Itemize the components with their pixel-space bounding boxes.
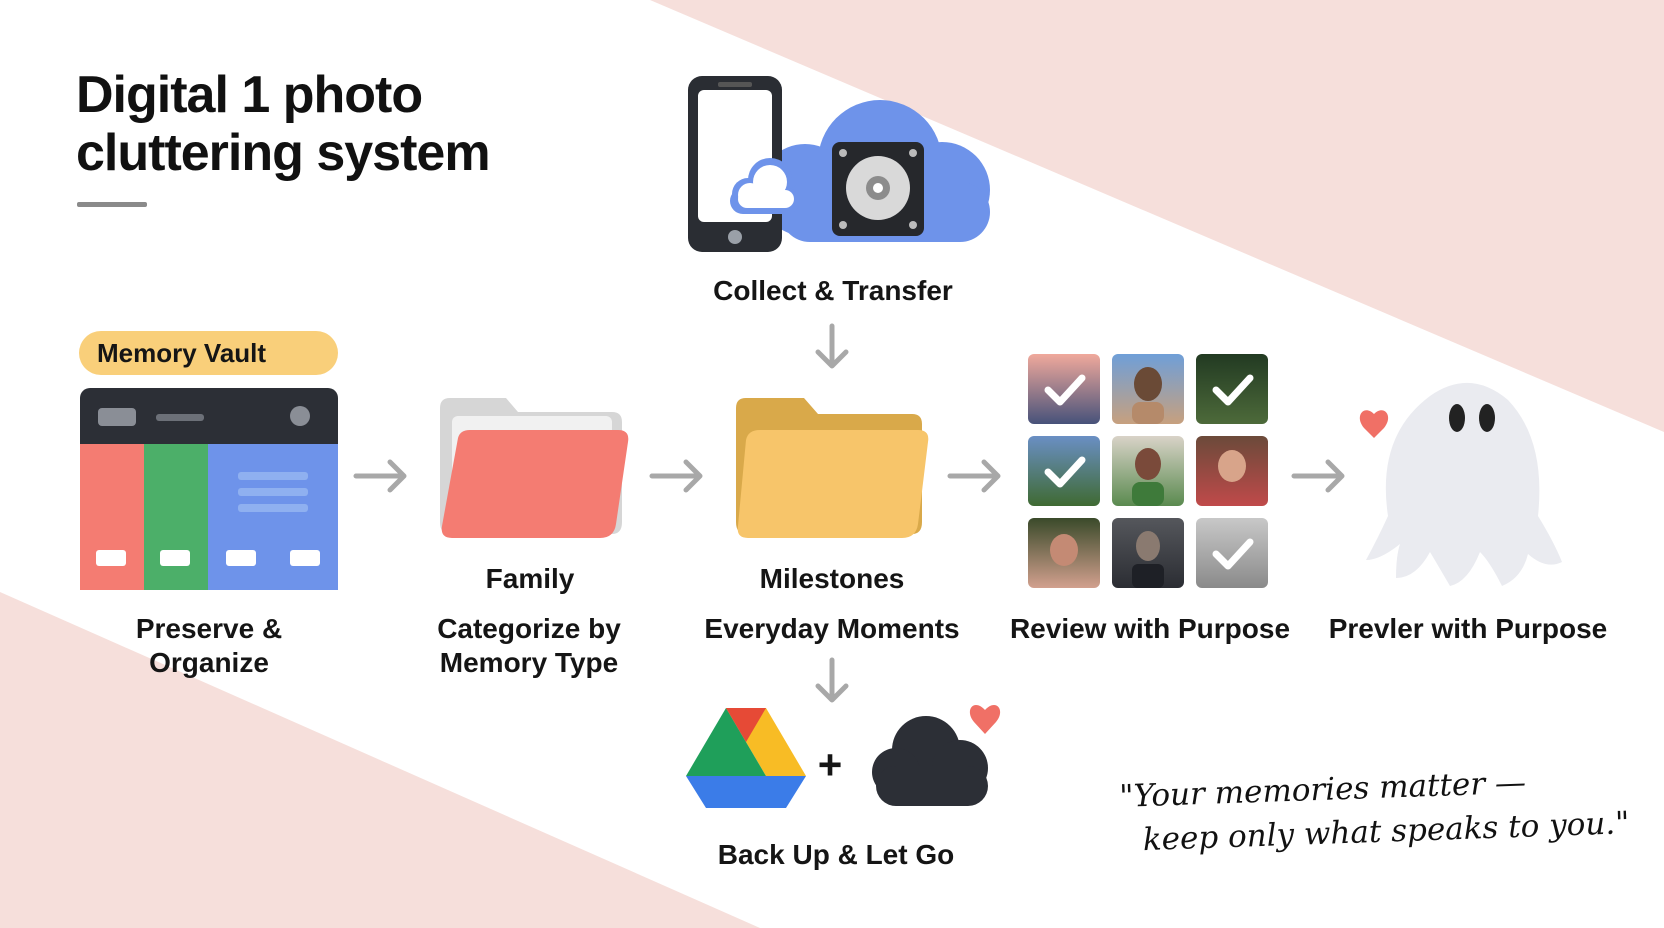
title-line-1: Digital 1 photo: [76, 66, 423, 124]
photo-thumb: [1112, 518, 1184, 588]
check-icon: [1044, 456, 1086, 488]
quote: "Your memories matter — keep only what s…: [1119, 757, 1631, 863]
title-line-2: cluttering system: [76, 124, 491, 182]
collect-transfer-icon: [688, 76, 990, 252]
photo-thumb: [1028, 436, 1100, 506]
yellow-folder-icon: [736, 398, 929, 538]
step-collect-label: Collect & Transfer: [713, 275, 953, 306]
photo-grid-icon: [1028, 354, 1268, 588]
vault-icon: [80, 388, 338, 590]
google-drive-icon: [686, 708, 806, 808]
dark-cloud-icon: [872, 705, 1001, 806]
photo-thumb: [1196, 518, 1268, 588]
photo-thumb: [1028, 518, 1100, 588]
heart-icon: [1359, 410, 1389, 438]
step-categorize-label: Categorize by Memory Type: [414, 612, 644, 680]
step-everyday-label: Everyday Moments: [704, 613, 960, 644]
arrow-right-icon: [353, 459, 407, 493]
categorize-line-2: Memory Type: [439, 647, 619, 678]
arrow-down-icon: [815, 657, 849, 703]
photo-thumb: [1028, 354, 1100, 424]
preserve-line-2: Organize: [149, 647, 269, 678]
preserve-line-1: Preserve &: [135, 613, 283, 644]
heart-icon: [969, 705, 1001, 734]
ghost-icon: [1359, 382, 1562, 586]
arrow-right-icon: [947, 459, 1001, 493]
photo-thumb: [1196, 436, 1268, 506]
red-folder-icon: [440, 398, 629, 538]
check-icon: [1044, 374, 1086, 406]
check-icon: [1212, 538, 1254, 570]
photo-thumb: [1196, 354, 1268, 424]
arrow-right-icon: [1291, 459, 1345, 493]
page-title: Digital 1 photo cluttering system: [76, 66, 491, 182]
categorize-line-1: Categorize by: [437, 613, 621, 644]
memory-vault-badge: Memory Vault: [79, 331, 338, 375]
hard-drive-icon: [832, 142, 924, 236]
step-prevler-label: Prevler with Purpose: [1328, 613, 1608, 644]
check-icon: [1212, 374, 1254, 406]
family-label: Family: [485, 563, 575, 594]
plus-sign: +: [817, 741, 843, 788]
step-preserve-label: Preserve & Organize: [80, 612, 338, 680]
photo-thumb: [1112, 354, 1184, 424]
title-underline: [77, 202, 147, 207]
small-cloud-icon: [730, 158, 800, 214]
arrow-down-icon: [815, 323, 849, 369]
milestones-label: Milestones: [759, 563, 905, 594]
arrow-right-icon: [649, 459, 703, 493]
step-backup-label: Back Up & Let Go: [717, 839, 955, 870]
photo-thumb: [1112, 436, 1184, 506]
step-review-label: Review with Purpose: [1009, 613, 1291, 644]
